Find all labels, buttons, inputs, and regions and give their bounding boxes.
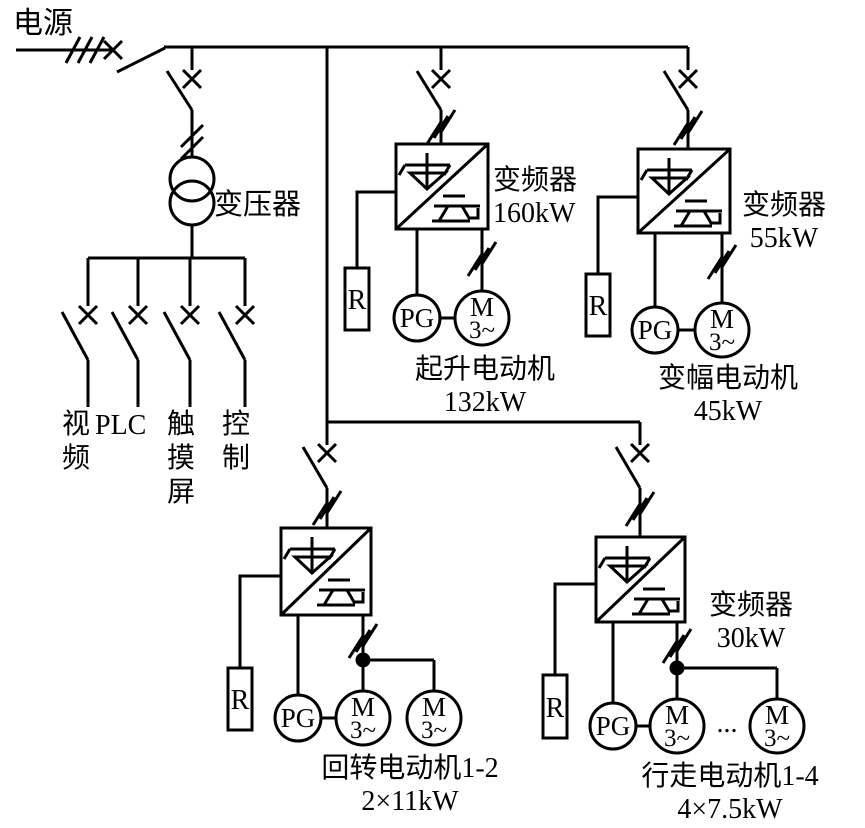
slewing-motor-label: 回转电动机1-2 2×11kW	[310, 752, 510, 818]
inverter-name: 变频器	[493, 165, 578, 196]
luffing-motor-label: 变幅电动机 45kW	[633, 362, 823, 428]
motor-name: 起升电动机	[414, 354, 555, 385]
motor-circle	[405, 689, 463, 747]
transformer-coil-primary	[168, 155, 216, 203]
breaker-icon	[127, 304, 149, 326]
encoder-label: PG	[400, 303, 435, 333]
feeder-label-touch-screen: 触摸屏	[166, 409, 195, 508]
transformer-label: 变压器	[214, 189, 302, 221]
breaker-icon	[316, 442, 338, 464]
inverter-icon	[315, 578, 367, 607]
hoist-branch	[343, 47, 511, 347]
feeder-label-plc: PLC	[95, 410, 147, 441]
junction-dot	[355, 652, 371, 668]
motor-name: 回转电动机1-2	[321, 753, 499, 784]
inverter-power: 55kW	[749, 223, 819, 254]
encoder-label: PG	[281, 703, 316, 733]
breaker-icon	[677, 68, 699, 90]
encoder-label: PG	[596, 711, 631, 741]
transformer-branch	[88, 47, 245, 260]
motor-phase-label: 3~	[764, 725, 790, 752]
cable-marks-icon	[64, 35, 106, 65]
disconnect-switch	[662, 70, 690, 111]
resistor-lead	[596, 195, 638, 274]
resistor-lead	[553, 582, 596, 675]
motor-power: 132kW	[443, 387, 527, 418]
breaker-icon	[77, 304, 99, 326]
power-source-label: 电源	[13, 7, 73, 40]
hoist-motor-label: 起升电动机 132kW	[391, 353, 579, 419]
inverter-box-diagonal	[279, 526, 373, 617]
motor-power: 4×7.5kW	[677, 794, 783, 825]
hoist-inverter-label: 变频器 160kW	[493, 164, 603, 230]
disconnect-switch	[301, 446, 329, 489]
motor-name: 变幅电动机	[657, 363, 798, 394]
inverter-power: 160kW	[493, 198, 576, 229]
disconnect-switch	[116, 46, 166, 74]
motor-m-label: M	[470, 292, 494, 322]
resistor-lead	[238, 574, 281, 668]
disconnect-switch	[415, 70, 443, 111]
junction-dot	[669, 660, 685, 676]
inverter-icon	[430, 194, 482, 223]
slewing-branch	[226, 422, 463, 747]
braking-resistor	[541, 673, 569, 740]
resistor-label: R	[589, 291, 608, 322]
motor-name: 行走电动机1-4	[641, 761, 819, 792]
inverter-power: 30kW	[716, 623, 786, 654]
travel-inverter-label: 变频器 30kW	[701, 589, 801, 655]
ellipsis-label: ...	[717, 708, 738, 739]
motor-m-label: M	[665, 700, 689, 730]
inverter-icon	[672, 199, 724, 228]
disconnect-switch	[165, 70, 194, 111]
inverter-box	[636, 147, 732, 235]
motor-phase-label: 3~	[709, 329, 735, 356]
motor-phase-label: 3~	[421, 717, 447, 744]
inverter-box	[594, 535, 687, 624]
travel-motor-label: 行走电动机1-4 4×7.5kW	[628, 760, 832, 826]
inverter-name: 变频器	[741, 190, 826, 221]
resistor-label: R	[546, 693, 565, 724]
feeder-label-control: 控制	[221, 409, 250, 474]
breaker-icon	[430, 68, 452, 90]
inverter-box-diagonal	[394, 142, 490, 231]
motor-m-label: M	[710, 304, 734, 334]
breaker-icon	[629, 442, 651, 464]
motor-phase-label: 3~	[350, 717, 376, 744]
aux-feeders	[60, 258, 247, 407]
inverter-icon	[630, 587, 682, 616]
travel-branch	[541, 422, 806, 755]
resistor-lead	[355, 190, 396, 268]
braking-resistor	[584, 272, 612, 338]
encoder-label: PG	[638, 315, 673, 345]
inverter-box	[394, 142, 490, 231]
motor-phase-label: 3~	[469, 317, 495, 344]
luffing-inverter-label: 变频器 55kW	[737, 189, 831, 255]
motor-circle	[748, 697, 806, 755]
transformer-coil-secondary	[168, 179, 216, 227]
breaker-icon	[234, 304, 256, 326]
inverter-box-diagonal	[636, 147, 732, 235]
resistor-label: R	[348, 285, 367, 316]
breaker-icon	[179, 304, 201, 326]
breaker-icon	[181, 68, 203, 90]
disconnect-switch	[614, 446, 642, 489]
inverter-box-diagonal	[594, 535, 687, 624]
motor-phase-label: 3~	[664, 725, 690, 752]
motor-power: 2×11kW	[361, 786, 459, 817]
braking-resistor	[343, 266, 371, 332]
motor-power: 45kW	[693, 396, 763, 427]
inverter-box	[279, 526, 373, 617]
luffing-branch	[584, 47, 751, 359]
motor-m-label: M	[422, 692, 446, 722]
feeder-label-video: 视频	[61, 409, 90, 474]
inverter-name: 变频器	[708, 590, 793, 621]
motor-m-label: M	[765, 700, 789, 730]
motor-m-label: M	[351, 692, 375, 722]
braking-resistor	[226, 666, 254, 732]
resistor-label: R	[231, 685, 250, 716]
